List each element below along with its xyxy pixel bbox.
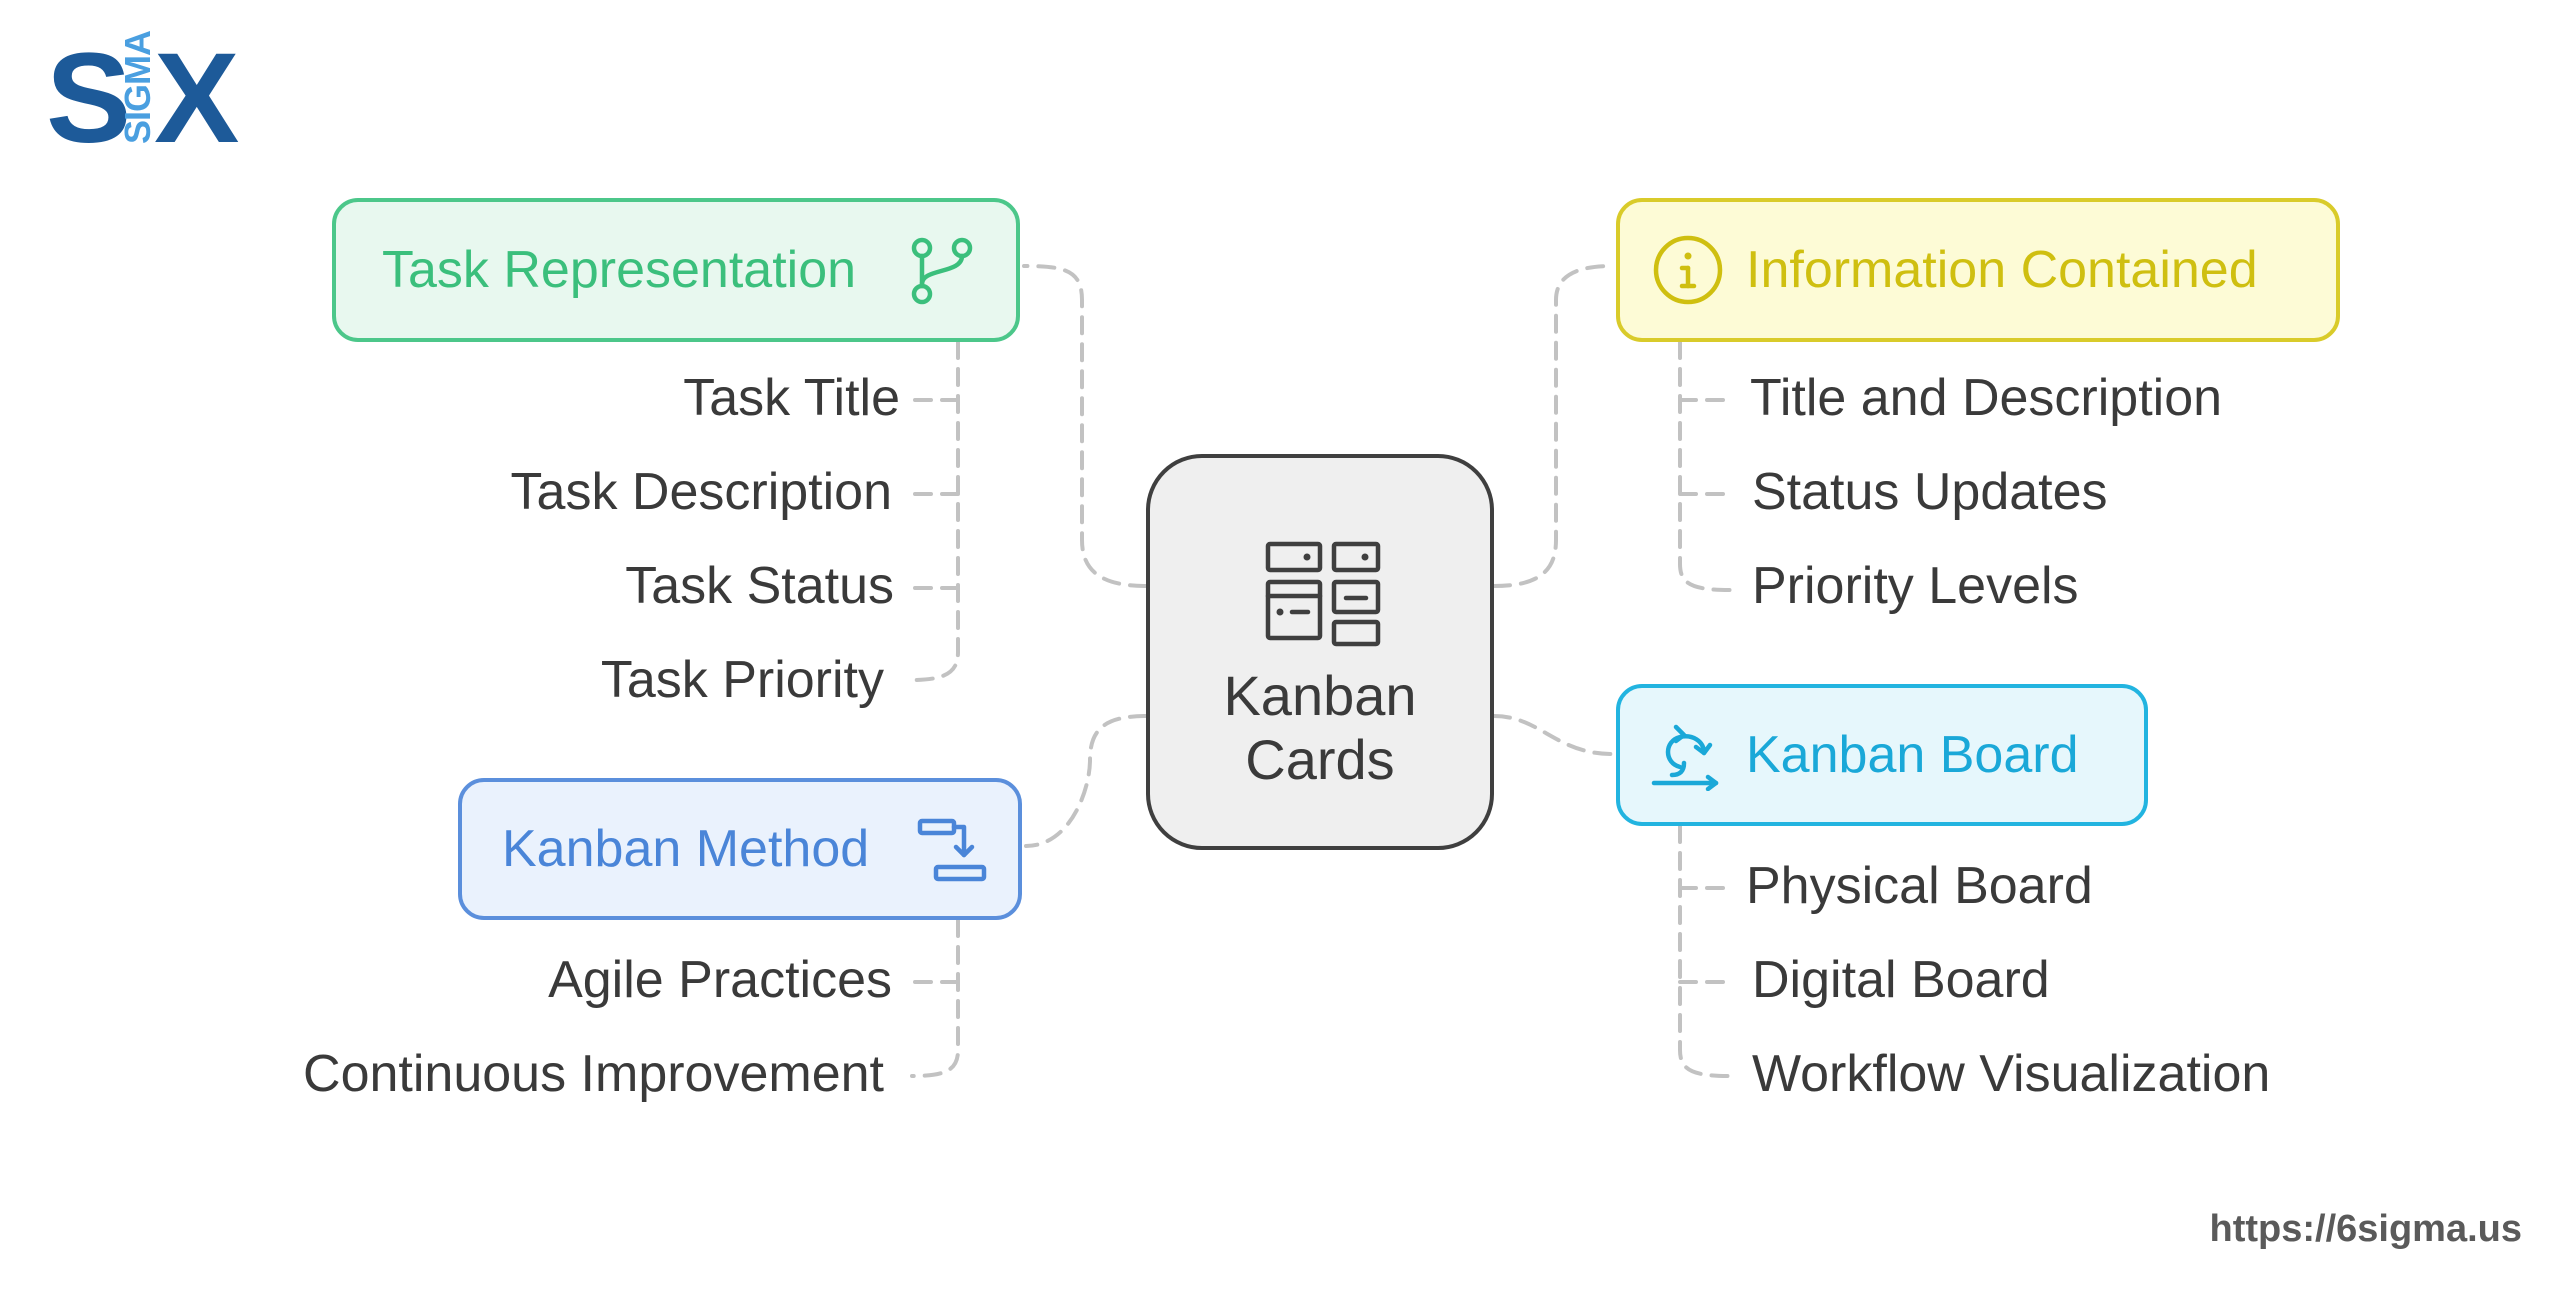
center-title-line2: Cards (1245, 728, 1395, 791)
kanban-method-title: Kanban Method (502, 820, 870, 878)
task-priority-item: Task Priority (600, 651, 884, 709)
kanban-board-node: Kanban Board (1616, 684, 2148, 826)
priority-levels-item: Priority Levels (1752, 557, 2079, 615)
cycle-icon (1651, 724, 1719, 791)
sixsigma-logo: S SIGMA X (46, 27, 246, 170)
logo-letter-s: S (46, 27, 131, 170)
kanban-method-node: Kanban Method (458, 778, 1022, 920)
status-updates-item: Status Updates (1752, 463, 2108, 521)
connector-task-trunk (910, 340, 960, 682)
git-branch-icon (911, 237, 973, 305)
continuous-improvement-item: Continuous Improvement (303, 1045, 884, 1103)
info-icon (1653, 235, 1723, 305)
logo-sigma-text: SIGMA (117, 30, 158, 144)
agile-practices-item: Agile Practices (548, 951, 892, 1009)
connector-center-info (1492, 264, 1614, 588)
connector-center-task (1022, 264, 1148, 588)
connector-center-method (1024, 714, 1148, 848)
logo-letter-x: X (154, 27, 239, 170)
connector-info-trunk (1678, 340, 1732, 592)
physical-board-item: Physical Board (1746, 857, 2093, 915)
kanban-cards-icon (1265, 541, 1381, 647)
digital-board-item: Digital Board (1752, 951, 2050, 1009)
task-description-item: Task Description (510, 463, 892, 521)
task-title-item: Task Title (683, 369, 900, 427)
task-status-item: Task Status (625, 557, 894, 615)
center-title-line1: Kanban (1223, 664, 1417, 727)
kanban-board-title: Kanban Board (1746, 726, 2079, 784)
workflow-visualization-item: Workflow Visualization (1752, 1045, 2271, 1103)
workflow-icon (917, 818, 987, 882)
connector-board-trunk (1678, 824, 1732, 1078)
title-and-description-item: Title and Description (1750, 369, 2223, 427)
kanban-cards-center-node: Kanban Cards (1146, 454, 1494, 850)
task-representation-node: Task Representation (332, 198, 1020, 342)
connector-center-board (1492, 714, 1614, 756)
task-representation-title: Task Representation (382, 241, 857, 299)
footer-url: https://6sigma.us (2209, 1208, 2523, 1250)
connector-method-trunk (910, 918, 960, 1078)
information-contained-node: Information Contained (1616, 198, 2340, 342)
information-contained-title: Information Contained (1746, 241, 2258, 299)
